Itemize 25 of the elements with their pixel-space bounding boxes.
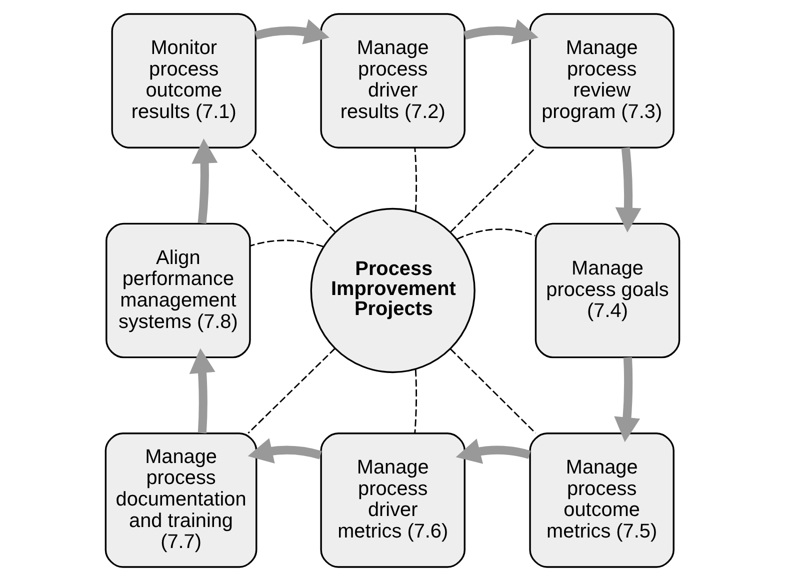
- node-circle: Process Improvement Projects: [310, 208, 476, 374]
- connector: [456, 228, 536, 240]
- connector: [450, 147, 536, 232]
- connector: [250, 147, 336, 232]
- arrow: [189, 348, 216, 434]
- connector: [414, 148, 418, 212]
- node-box: Align performance management systems (7.8): [106, 222, 251, 358]
- connector: [414, 370, 418, 433]
- arrow: [615, 147, 642, 232]
- node-box: Manage process goals (7.4): [534, 222, 680, 358]
- arrow: [248, 438, 322, 464]
- arrow: [192, 138, 218, 224]
- node-box: Manage process outcome metrics (7.5): [529, 432, 674, 568]
- arrow: [614, 357, 640, 442]
- node-box: Manage process review program (7.3): [529, 13, 674, 148]
- arrow: [456, 438, 531, 464]
- connector: [248, 348, 336, 434]
- node-box: Monitor process outcome results (7.1): [111, 13, 257, 148]
- arrow: [254, 19, 330, 44]
- connector: [250, 240, 324, 248]
- arrow: [464, 19, 538, 44]
- node-box: Manage process driver results (7.2): [320, 13, 466, 148]
- node-box: Manage process documentation and training (7.7): [104, 432, 258, 568]
- node-box: Manage process driver metrics (7.6): [320, 432, 466, 568]
- connector: [450, 348, 536, 434]
